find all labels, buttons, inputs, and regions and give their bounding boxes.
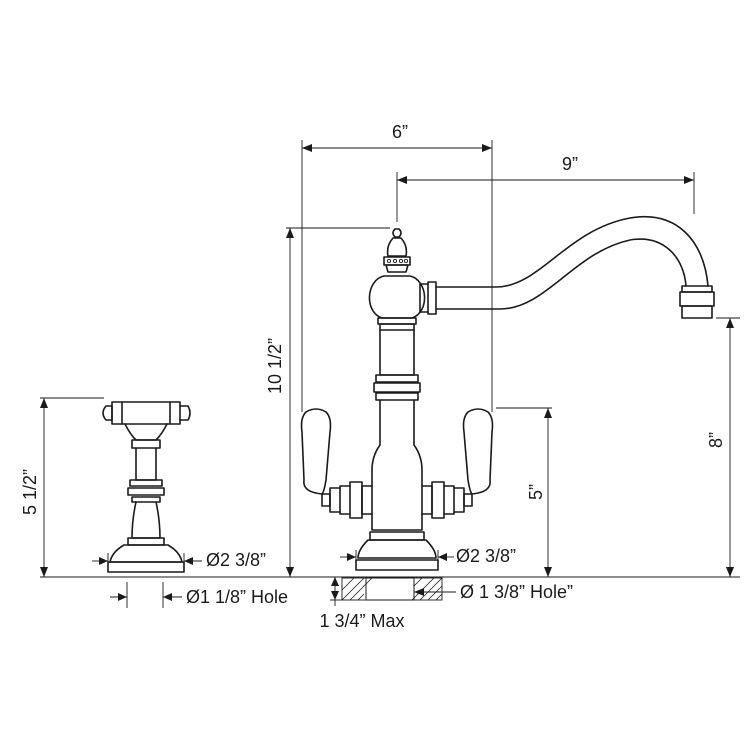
faucet-hole-dimension: Ø 1 3/8” Hole” xyxy=(365,580,573,602)
faucet-base-diameter-label: Ø2 3/8” xyxy=(456,546,516,566)
handle-height-label: 5” xyxy=(526,484,546,500)
deck-thickness-label: 1 3/4” Max xyxy=(319,611,404,631)
handle-height-dimension: 5” xyxy=(496,407,552,577)
deck-section-hatch xyxy=(341,577,443,601)
sprayer-hole-label: Ø1 1/8” Hole xyxy=(186,587,288,607)
faucet-height-dimension: 10 1/2” xyxy=(265,227,390,577)
sprayer-base-diameter-dimension: Ø2 3/8” xyxy=(92,550,266,572)
faucet-base-diameter-dimension: Ø2 3/8” xyxy=(340,546,516,570)
handle-spread-label: 6” xyxy=(392,122,408,142)
spout-reach-label: 9” xyxy=(562,154,578,174)
sprayer-height-label: 5 1/2” xyxy=(20,469,40,515)
handle-spread-dimension: 6” xyxy=(301,122,493,412)
sprayer-base-diameter-label: Ø2 3/8” xyxy=(206,550,266,570)
spout-height-label: 8” xyxy=(706,432,726,448)
faucet-height-label: 10 1/2” xyxy=(265,338,285,394)
side-sprayer xyxy=(102,401,191,573)
spout-height-dimension: 8” xyxy=(706,317,740,577)
sprayer-hole-dimension: Ø1 1/8” Hole xyxy=(110,582,288,608)
faucet-hole-label: Ø 1 3/8” Hole” xyxy=(460,582,573,602)
bridge-faucet xyxy=(300,215,715,571)
spout-reach-dimension: 9” xyxy=(396,154,695,222)
sprayer-height-dimension: 5 1/2” xyxy=(20,397,104,577)
deck-thickness-dimension: 1 3/4” Max xyxy=(319,577,405,631)
